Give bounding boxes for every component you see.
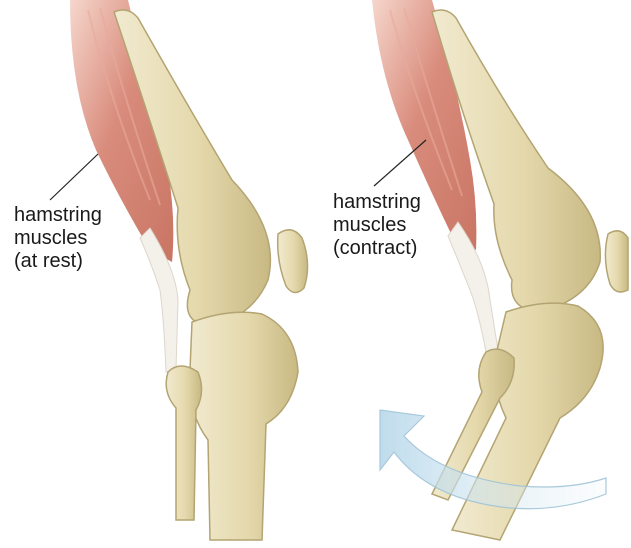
left-fibula [166, 366, 201, 520]
left-label-line-1: hamstring [14, 204, 102, 227]
left-label: hamstring muscles (at rest) [14, 204, 102, 273]
left-tibia [189, 312, 298, 540]
right-label-line-2: muscles [333, 214, 421, 237]
left-leader-line [50, 154, 98, 200]
right-patella [605, 231, 628, 292]
left-patella [278, 230, 308, 293]
right-label: hamstring muscles (contract) [333, 191, 421, 260]
right-leader-line [374, 140, 426, 186]
left-knee-figure [70, 0, 308, 540]
right-label-line-3: (contract) [333, 237, 421, 260]
left-label-line-2: muscles [14, 227, 102, 250]
left-label-line-3: (at rest) [14, 250, 102, 273]
right-label-line-1: hamstring [333, 191, 421, 214]
right-knee-figure [372, 0, 628, 540]
